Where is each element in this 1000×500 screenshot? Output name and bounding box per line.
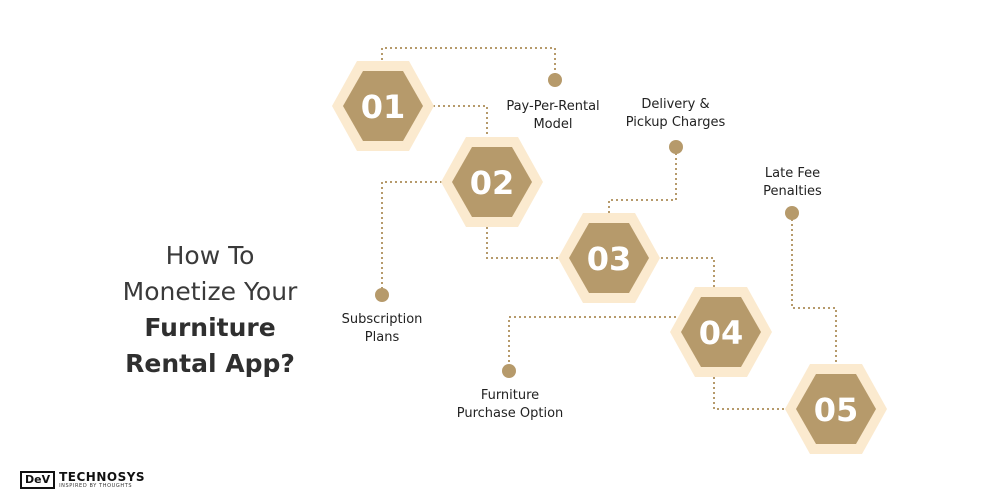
step-label-2-line-1: Subscription [341,312,423,327]
step-label-2-line-2: Plans [364,330,400,345]
dot-step-3 [669,140,683,154]
hexagon-step-2: 02 [441,137,543,227]
step-label-3-line-1: Delivery & [641,97,710,112]
step-label-3: Delivery & Pickup Charges [618,96,733,132]
dot-step-1 [548,73,562,87]
title-line-4: Rental App? [125,349,295,378]
dot-step-4 [502,364,516,378]
connector-step-4 [508,316,676,370]
hexagon-step-1: 01 [332,61,434,151]
step-label-4-line-1: Furniture [480,388,540,403]
title-line-2: Monetize Your [122,277,298,306]
dot-step-2 [375,288,389,302]
hexagon-step-3: 03 [558,213,660,303]
connector-step-4-5 [713,372,792,410]
step-label-5-line-2: Penalties [763,184,822,199]
connector-step-2 [381,181,447,294]
diagram-title: How To Monetize Your Furniture Rental Ap… [95,238,325,382]
step-label-1-line-1: Pay-Per-Rental [506,99,600,114]
dot-step-5 [785,206,799,220]
connector-step-3 [608,147,677,218]
connectors [381,47,837,410]
logo-tagline: INSPIRED BY THOUGHTS [59,483,133,489]
step-number-1: 01 [361,88,406,126]
step-label-4: Furniture Purchase Option [450,387,570,423]
step-label-1: Pay-Per-Rental Model [498,98,608,134]
hexagon-step-5: 05 [785,364,887,454]
hexagon-step-4: 04 [670,287,772,377]
step-number-4: 04 [699,314,744,352]
brand-logo: DeV TECHNOSYS INSPIRED BY THOUGHTS [20,470,145,490]
step-number-5: 05 [814,391,859,429]
connector-step-3-4 [656,257,715,292]
step-label-3-line-2: Pickup Charges [625,115,726,130]
connector-step-2-3 [486,222,562,259]
connector-step-5 [791,214,837,367]
step-label-5-line-1: Late Fee [764,166,821,181]
logo-wordmark: TECHNOSYS INSPIRED BY THOUGHTS [59,471,145,489]
logo-name: TECHNOSYS [59,470,146,484]
connector-step-1 [381,47,556,80]
logo-mark: DeV [20,471,56,489]
connector-step-1-2 [428,105,488,145]
step-label-4-line-2: Purchase Option [456,406,564,421]
step-number-2: 02 [470,164,515,202]
step-number-3: 03 [587,240,632,278]
step-label-5: Late Fee Penalties [750,165,835,201]
step-label-2: Subscription Plans [332,311,432,347]
title-line-1: How To [165,241,255,270]
title-line-3: Furniture [144,313,276,342]
dots [375,73,799,378]
step-label-1-line-2: Model [533,117,573,132]
